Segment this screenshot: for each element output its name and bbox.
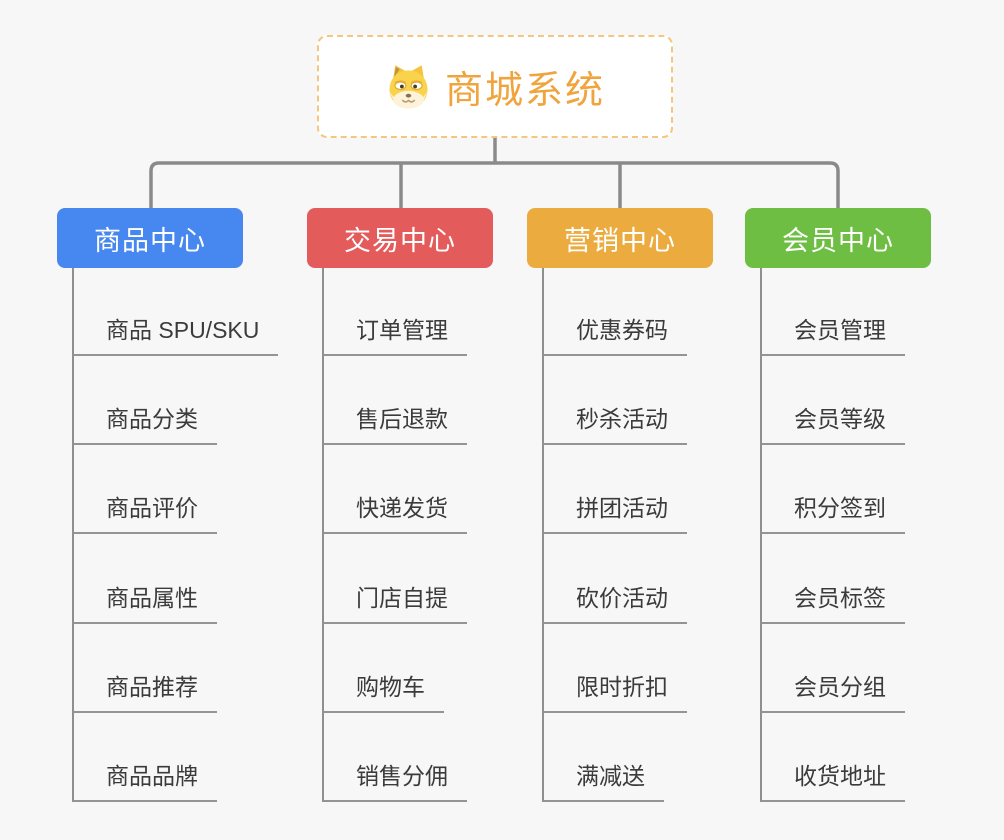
child-topic[interactable]: 商品品牌 bbox=[73, 763, 217, 802]
branch-label: 会员中心 bbox=[782, 225, 894, 256]
child-topic[interactable]: 会员标签 bbox=[761, 585, 905, 624]
child-topic[interactable]: 优惠券码 bbox=[543, 317, 687, 356]
branch-node-member-center[interactable]: 会员中心 bbox=[745, 208, 931, 268]
child-topic[interactable]: 订单管理 bbox=[323, 317, 467, 356]
child-topic[interactable]: 拼团活动 bbox=[543, 495, 687, 534]
child-topic[interactable]: 售后退款 bbox=[323, 406, 467, 445]
child-topic[interactable]: 商品推荐 bbox=[73, 674, 217, 713]
branch-label: 交易中心 bbox=[344, 225, 456, 256]
root-node[interactable]: 商城系统 bbox=[317, 35, 673, 138]
child-topic[interactable]: 收货地址 bbox=[761, 763, 905, 802]
child-topic[interactable]: 秒杀活动 bbox=[543, 406, 687, 445]
child-topic[interactable]: 砍价活动 bbox=[543, 585, 687, 624]
child-topic[interactable]: 会员分组 bbox=[761, 674, 905, 713]
child-topic[interactable]: 满减送 bbox=[543, 763, 664, 802]
child-topic[interactable]: 会员管理 bbox=[761, 317, 905, 356]
branch-node-trade-center[interactable]: 交易中心 bbox=[307, 208, 493, 268]
child-topic[interactable]: 销售分佣 bbox=[323, 763, 467, 802]
child-topic[interactable]: 快递发货 bbox=[323, 495, 467, 534]
child-topic[interactable]: 商品评价 bbox=[73, 495, 217, 534]
child-topic[interactable]: 商品 SPU/SKU bbox=[73, 317, 279, 356]
child-topic[interactable]: 会员等级 bbox=[761, 406, 905, 445]
child-topic[interactable]: 商品分类 bbox=[73, 406, 217, 445]
child-topic[interactable]: 积分签到 bbox=[761, 495, 905, 534]
branch-rail bbox=[760, 268, 762, 802]
branch-node-goods-center[interactable]: 商品中心 bbox=[57, 208, 243, 268]
root-title: 商城系统 bbox=[444, 70, 605, 112]
branch-rail bbox=[322, 268, 324, 802]
child-topic[interactable]: 购物车 bbox=[323, 674, 444, 713]
child-topic[interactable]: 限时折扣 bbox=[543, 674, 687, 713]
child-topic[interactable]: 门店自提 bbox=[323, 585, 467, 624]
branch-rail bbox=[542, 268, 544, 802]
doge-icon bbox=[385, 63, 432, 110]
branch-rail bbox=[72, 268, 74, 802]
branch-label: 营销中心 bbox=[564, 225, 676, 256]
child-topic[interactable]: 商品属性 bbox=[73, 585, 217, 624]
branch-label: 商品中心 bbox=[94, 225, 206, 256]
branch-node-marketing-center[interactable]: 营销中心 bbox=[527, 208, 713, 268]
